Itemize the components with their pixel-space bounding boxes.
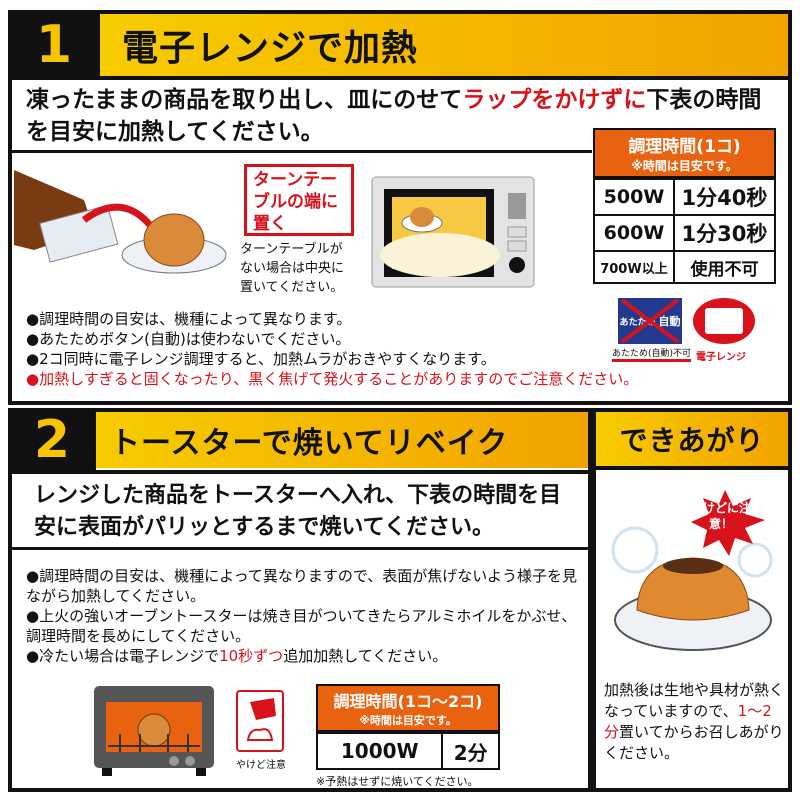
burn-caution-icon [236, 690, 284, 752]
section1-title: 電子レンジで加熱 [100, 14, 788, 76]
table-subtitle: ※時間は目安です。 [631, 159, 738, 173]
note-item: ●調理時間の目安は、機種によって異なります。 [26, 310, 352, 328]
table-title: 調理時間(1コ) [628, 137, 741, 157]
finish-text: 加熱後は生地や具材が熱くなっていますので、1〜2分置いてからお召しあがりください… [604, 681, 785, 762]
burn-caution-caption: やけど注意 [236, 760, 286, 771]
section1-notes: ●調理時間の目安は、機種によって異なります。 ●あたためボタン(自動)は使わない… [26, 309, 638, 389]
section2-title: トースターで焼いてリベイク [96, 412, 588, 468]
no-auto-heat-icon: あたため自動 [618, 298, 682, 344]
section2-notes: ●調理時間の目安は、機種によって異なりますので、表面が焦げないよう様子を見ながら… [26, 566, 581, 666]
divider [8, 547, 592, 550]
finished-bun-illustration [611, 490, 773, 651]
no-auto-heat-caption: あたため(自動)不可 [612, 346, 692, 362]
note-item: ●調理時間の目安は、機種によって異なりますので、表面が焦げないよう様子を見ながら… [26, 567, 577, 605]
finish-frame [592, 408, 792, 792]
section1-lead: 凍ったままの商品を取り出し、皿にのせてラップをかけずに下表の時間を目安に加熱して… [26, 87, 762, 145]
table-row: 700W以上使用不可 [593, 250, 777, 284]
section2-frame [8, 408, 592, 792]
note-item: ●あたためボタン(自動)は使わないでください。 [26, 330, 351, 348]
divider [8, 150, 592, 153]
table-subtitle: ※時間は目安です。 [359, 714, 457, 727]
turntable-note: ターンテーブルがない場合は中央に置いてください。 [240, 242, 345, 295]
step-number-2: 2 [8, 408, 96, 472]
divider [8, 470, 592, 474]
microwave-icon [693, 298, 755, 344]
finish-title: できあがり [596, 412, 788, 470]
table-title: 調理時間(1コ〜2コ) [333, 692, 483, 711]
warning-note: ●加熱しすぎると固くなったり、黒く焦げて発火することがありますのでご注意ください… [26, 370, 639, 388]
microwave-illustration [371, 176, 535, 288]
note-item: ●冷たい場合は電子レンジで10秒ずつ追加加熱してください。 [26, 647, 448, 665]
table-footnote: ※予熱はせずに焼いてください。 [316, 775, 479, 788]
section2-lead: レンジした商品をトースターへ入れ、下表の時間を目安に表面がパリッとするまで焼いて… [34, 483, 562, 540]
burn-warning-badge: やけどに注意！ [690, 501, 751, 531]
section1-frame [8, 10, 792, 405]
step-number-1: 1 [8, 10, 100, 80]
package-to-plate-illustration [14, 170, 227, 274]
divider [8, 76, 792, 80]
note-item: ●2コ同時に電子レンジ調理すると、加熱ムラがおきやすくなります。 [26, 350, 496, 368]
turntable-edge-callout: ターンテーブルの端に置く [244, 164, 354, 236]
toaster-illustration [94, 686, 214, 776]
note-item: ●上火の強いオーブントースターは焼き目がついてきたらアルミホイルをかぶせ、調理時… [26, 607, 577, 645]
microwave-icon-caption: 電子レンジ [696, 352, 746, 363]
